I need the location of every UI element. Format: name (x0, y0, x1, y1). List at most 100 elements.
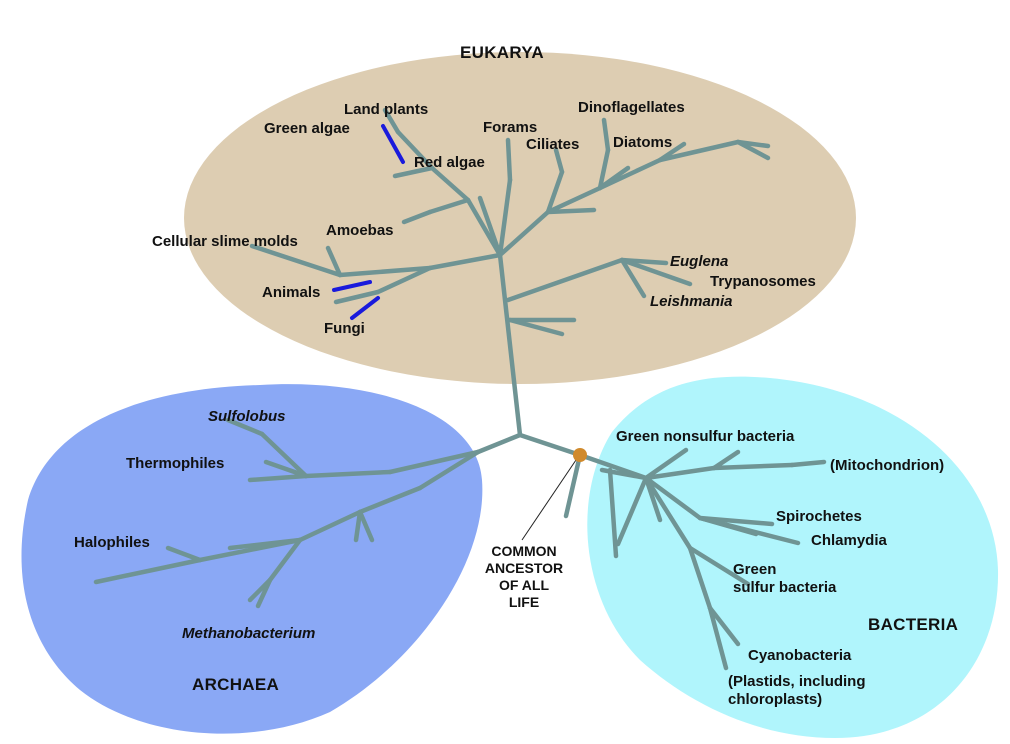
label-trypanosomes: Trypanosomes (710, 273, 816, 290)
label-thermophiles: Thermophiles (126, 455, 225, 472)
tree-branch (711, 449, 741, 471)
tree-branch (545, 185, 603, 215)
ancestor-pointer-line (521, 459, 577, 541)
tree-branch (375, 265, 433, 295)
tree-branch (387, 449, 481, 475)
tree-branch (353, 509, 363, 543)
tree-branch (707, 605, 741, 647)
tree-branch (475, 432, 523, 455)
tree-branch (297, 509, 363, 543)
tree-branch (392, 165, 435, 179)
label-cyanobacteria: Cyanobacteria (748, 647, 852, 664)
tree-branch (643, 475, 663, 523)
tree-branch (601, 117, 611, 153)
tree-branch (357, 485, 423, 515)
label-animals: Animals (262, 284, 321, 301)
tree-branch (687, 545, 751, 587)
label-dinoflagellates: Dinoflagellates (578, 99, 685, 116)
label-halophiles: Halophiles (74, 534, 150, 551)
tree-branch (225, 417, 265, 437)
tree-branch (429, 165, 471, 203)
label-chlamydia: Chlamydia (811, 532, 887, 549)
common-ancestor-marker (573, 448, 587, 462)
label-land-plants: Land plants (344, 101, 429, 118)
tree-branch (259, 431, 309, 479)
tree-branch (657, 141, 687, 163)
label-mitochondrion: (Mitochondrion) (830, 457, 945, 474)
tree-branch (789, 459, 827, 468)
label-spirochetes: Spirochetes (776, 508, 862, 525)
tree-branch (427, 252, 503, 271)
tree-branch (303, 469, 393, 479)
tree-branch (643, 475, 693, 551)
tree-branch (263, 459, 309, 479)
tree-branch (337, 265, 433, 278)
bacteria-domain-title: BACTERIA (868, 615, 959, 634)
label-red-algae: Red algae (414, 154, 485, 171)
tree-branch (477, 195, 503, 258)
tree-branch (619, 257, 647, 299)
tree-branch (687, 545, 713, 611)
tree-branch (597, 147, 611, 191)
tree-branch (93, 557, 203, 585)
tree-branch (497, 177, 513, 258)
tree-branch (227, 537, 303, 551)
label-ciliates: Ciliates (526, 136, 580, 153)
label-amoebas: Amoebas (326, 222, 394, 239)
tree-branch (401, 209, 433, 225)
label-common-ancestor: COMMON ANCESTOR OF ALL LIFE (484, 543, 564, 610)
label-fungi: Fungi (324, 320, 365, 337)
highlighted-branch (332, 280, 372, 292)
label-green-algae: Green algae (264, 120, 350, 137)
tree-branch (255, 577, 273, 609)
archaea-domain-title: ARCHAEA (192, 675, 280, 694)
tree-branch (735, 139, 771, 161)
label-green-nonsulfur-bacteria: Green nonsulfur bacteria (616, 428, 795, 445)
tree-branch (249, 243, 343, 278)
label-leishmania: Leishmania (650, 293, 733, 310)
tree-branch (333, 289, 381, 305)
tree-branch (707, 605, 729, 671)
tree-branch (615, 475, 649, 547)
label-cellular-slime-molds: Cellular slime molds (152, 233, 298, 250)
tree-branch (643, 475, 703, 521)
tree-branch (643, 465, 717, 481)
label-diatoms: Diatoms (613, 134, 673, 151)
tree-branch (357, 509, 375, 543)
eukarya-domain-title: EUKARYA (460, 43, 544, 62)
tree-branch (382, 107, 401, 135)
tree-branch (545, 207, 597, 215)
tree-branch (267, 537, 303, 583)
label-forams: Forams (483, 119, 538, 136)
tree-branch (597, 165, 631, 191)
label-plastids: (Plastids, including chloroplasts) (728, 673, 866, 708)
tree-branch (505, 137, 513, 183)
eukarya-domain-region (184, 52, 856, 384)
tree-branch (711, 462, 795, 471)
tree-branch (657, 139, 741, 163)
tree-branch (395, 129, 435, 171)
tree-branch (517, 432, 583, 458)
tree-branch (427, 197, 471, 215)
label-methanobacterium: Methanobacterium (182, 625, 316, 642)
tree-branch (545, 169, 565, 215)
tree-branch (619, 257, 693, 287)
tree-branch (247, 473, 309, 483)
tree-branch (563, 452, 583, 519)
label-green-sulfur-bacteria: Green sulfur bacteria (733, 561, 837, 596)
highlighted-branch (381, 124, 405, 164)
tree-branch (497, 209, 551, 258)
highlighted-lineages (332, 124, 405, 320)
tree-branch (507, 317, 565, 337)
tree-branch (697, 515, 801, 546)
tree-branch (553, 147, 565, 175)
phylogenetic-tree-branches (93, 107, 827, 671)
tree-branch (607, 467, 619, 559)
tree-branch (165, 545, 203, 563)
tree-branch (417, 449, 481, 491)
highlighted-branch (350, 296, 380, 320)
tree-branch (325, 245, 343, 278)
label-euglena: Euglena (670, 253, 729, 270)
bacteria-domain-region (587, 376, 999, 738)
